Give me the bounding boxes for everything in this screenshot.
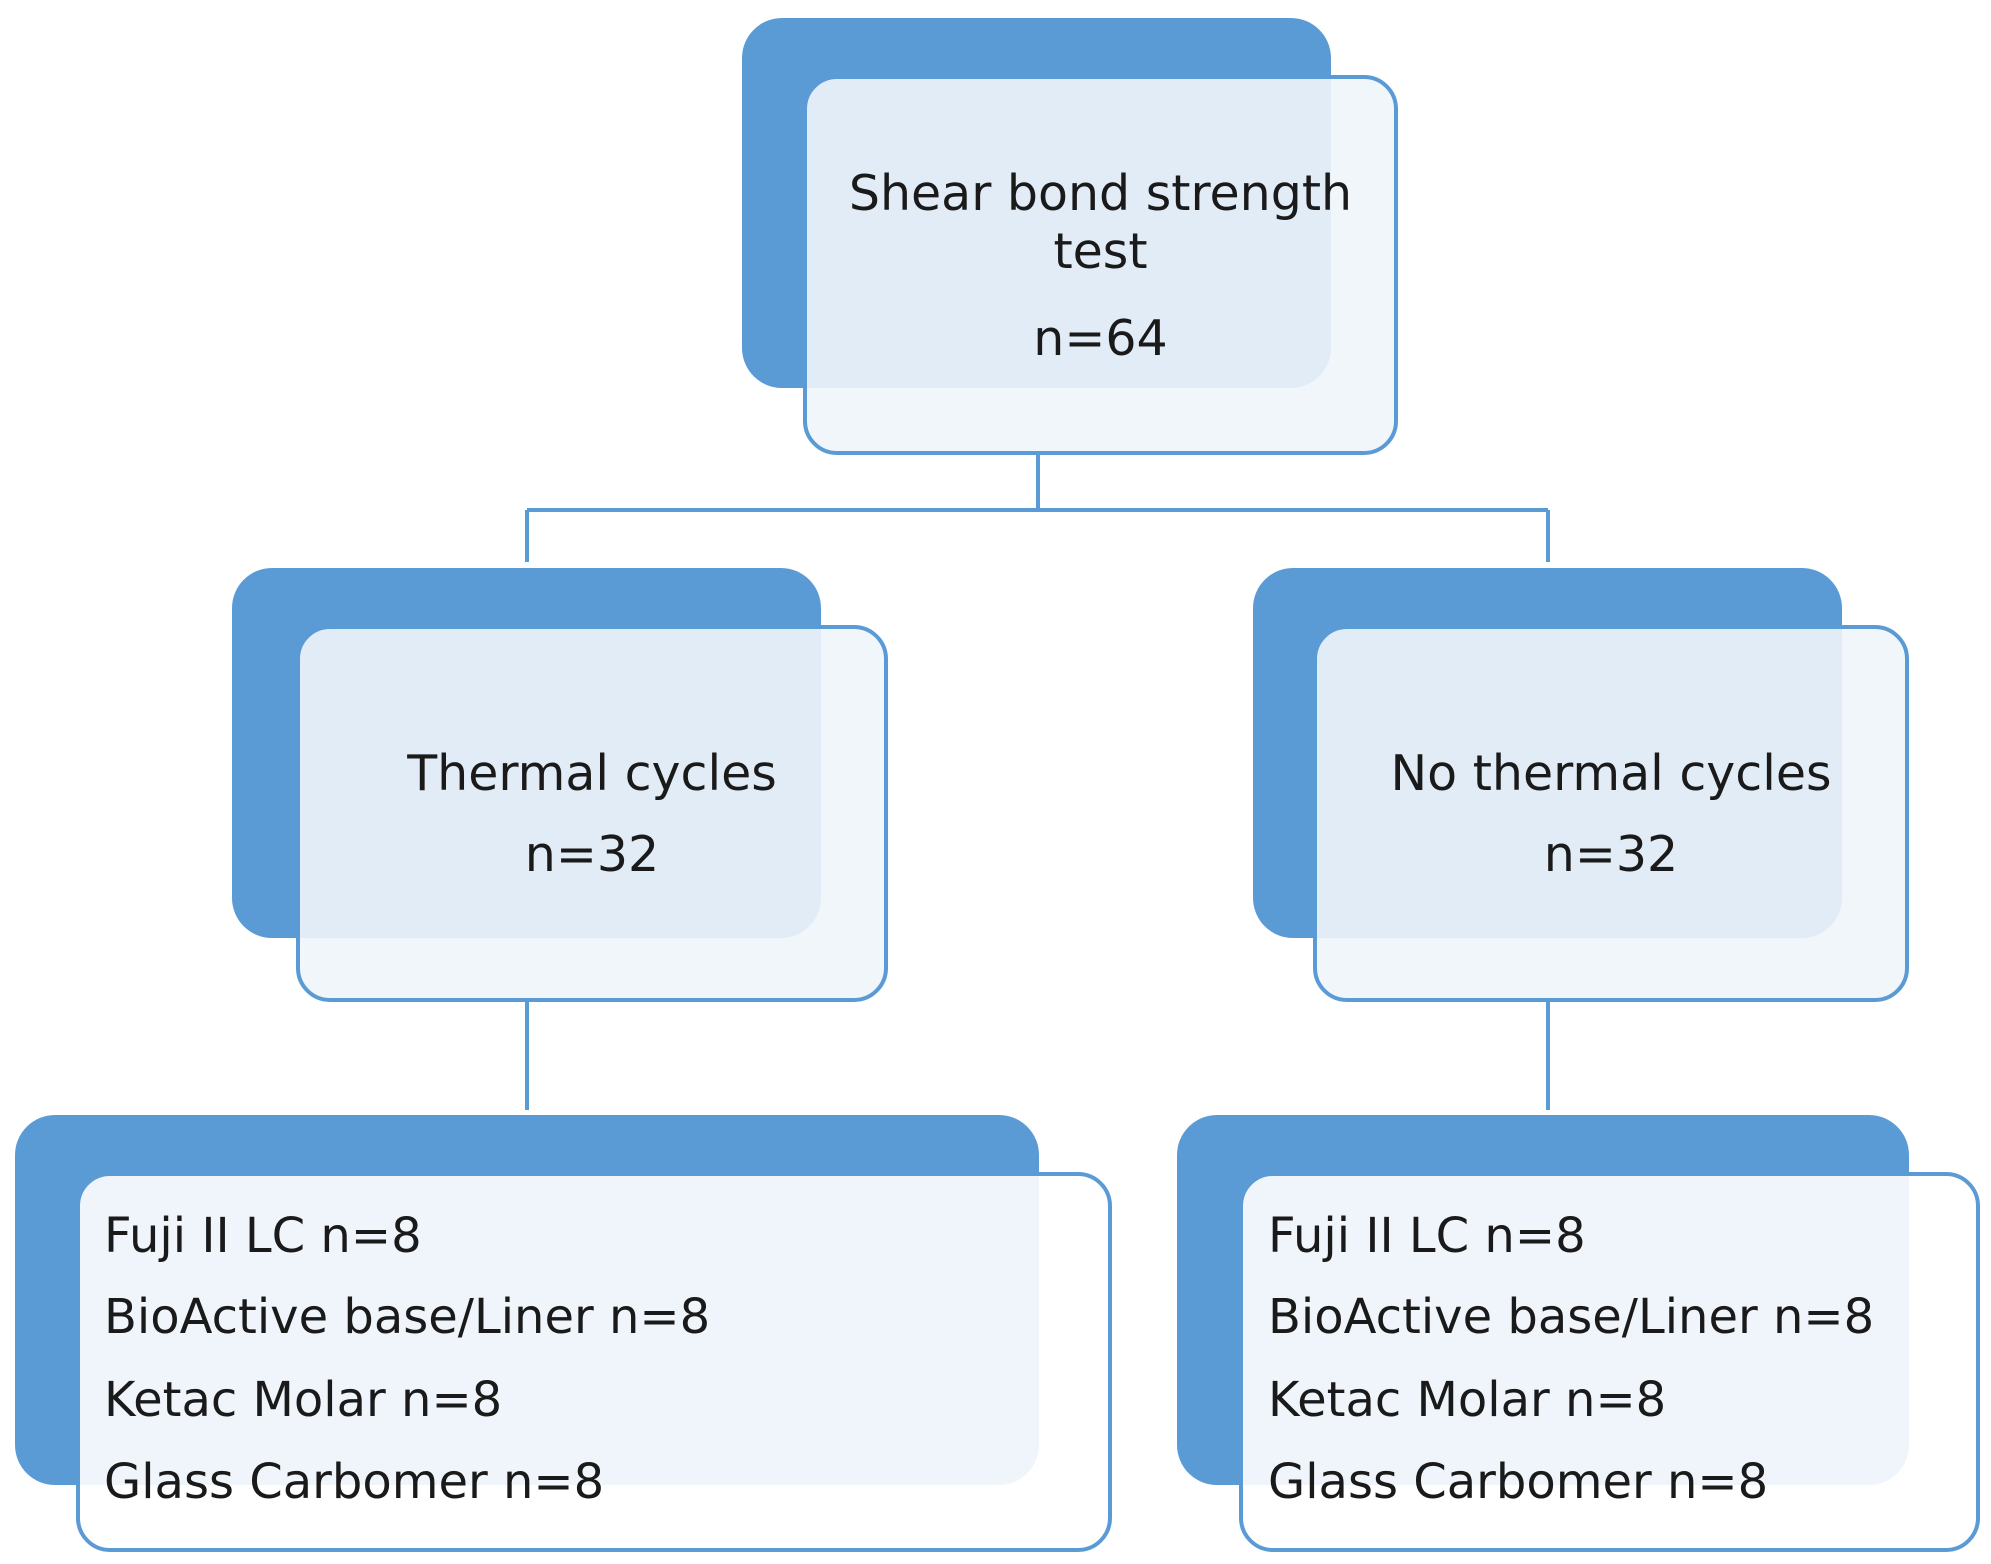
- thermal-group-item: BioActive base/Liner n=8: [104, 1289, 711, 1345]
- no-thermal-group-item: Glass Carbomer n=8: [1268, 1454, 1769, 1510]
- thermal-title: Thermal cycles: [407, 745, 777, 802]
- no-thermal-title: No thermal cycles: [1390, 745, 1832, 802]
- thermal-group-item: Fuji II LC n=8: [104, 1208, 422, 1264]
- no-thermal-count: n=32: [1543, 826, 1679, 883]
- root-count: n=64: [1033, 310, 1168, 367]
- thermal-count: n=32: [524, 826, 660, 883]
- root-title-line2: test: [1053, 223, 1148, 280]
- thermal-groups-card: [76, 1172, 1112, 1552]
- no-thermal-group-item: BioActive base/Liner n=8: [1268, 1289, 1875, 1345]
- thermal-group-item: Ketac Molar n=8: [104, 1372, 503, 1428]
- thermal-node-card: [296, 625, 888, 1002]
- no-thermal-groups-card: [1239, 1172, 1980, 1552]
- thermal-group-item: Glass Carbomer n=8: [104, 1454, 605, 1510]
- root-node-card: [803, 75, 1398, 455]
- no-thermal-group-item: Fuji II LC n=8: [1268, 1208, 1586, 1264]
- no-thermal-group-item: Ketac Molar n=8: [1268, 1372, 1667, 1428]
- no-thermal-node-card: [1313, 625, 1909, 1002]
- root-title-line1: Shear bond strength: [848, 165, 1353, 222]
